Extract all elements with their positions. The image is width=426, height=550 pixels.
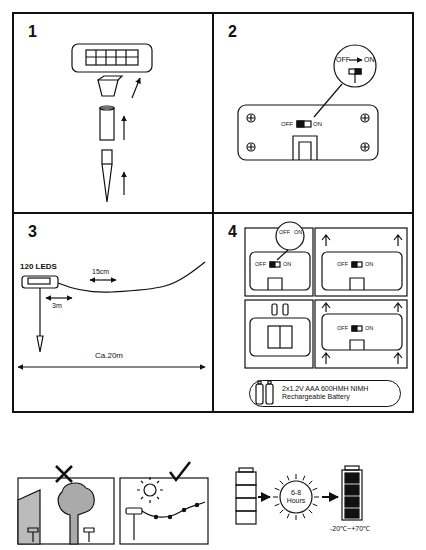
switch-label: OFF bbox=[337, 262, 348, 268]
step-number: 2 bbox=[228, 24, 398, 40]
step-number: 1 bbox=[28, 24, 198, 40]
switch-label: ON bbox=[365, 326, 373, 332]
switch-label: OFF bbox=[337, 326, 348, 332]
step-number: 4 bbox=[228, 224, 398, 240]
switch-label: OFF bbox=[255, 262, 266, 268]
dimension-label: Ca.20m bbox=[95, 352, 123, 360]
switch-label: OFF bbox=[281, 121, 293, 127]
charge-time: 6-8 Hours bbox=[282, 489, 310, 506]
charge-time-sun: 6-8 Hours bbox=[272, 473, 320, 521]
switch-label: ON bbox=[365, 262, 373, 268]
battery-spec: 2x1.2V AAA 600HMH NIMH Rechargeable Batt… bbox=[282, 385, 390, 402]
switch-label: ON bbox=[294, 230, 302, 236]
switch-label: ON bbox=[364, 56, 375, 63]
dimension-label: 3m bbox=[52, 302, 62, 309]
switch-label: OFF bbox=[279, 230, 290, 236]
dimension-label: 120 LEDS bbox=[20, 263, 57, 271]
temperature-range: -20℃~+70℃ bbox=[330, 525, 370, 532]
switch-label: OFF bbox=[336, 56, 350, 63]
step-panel: 2 bbox=[212, 12, 414, 214]
switch-label: ON bbox=[283, 262, 291, 268]
step-panel: 4 2x1.2V AAA 600HMH NIMH Rechargeable Bat… bbox=[212, 212, 414, 413]
battery-spec-box: 2x1.2V AAA 600HMH NIMH Rechargeable Batt… bbox=[249, 380, 401, 407]
step-panel: 3 bbox=[12, 212, 214, 413]
dimension-label: 15cm bbox=[92, 268, 109, 275]
step-number: 3 bbox=[28, 224, 198, 240]
switch-label: ON bbox=[313, 121, 322, 127]
step-panel: 1 bbox=[12, 12, 214, 214]
